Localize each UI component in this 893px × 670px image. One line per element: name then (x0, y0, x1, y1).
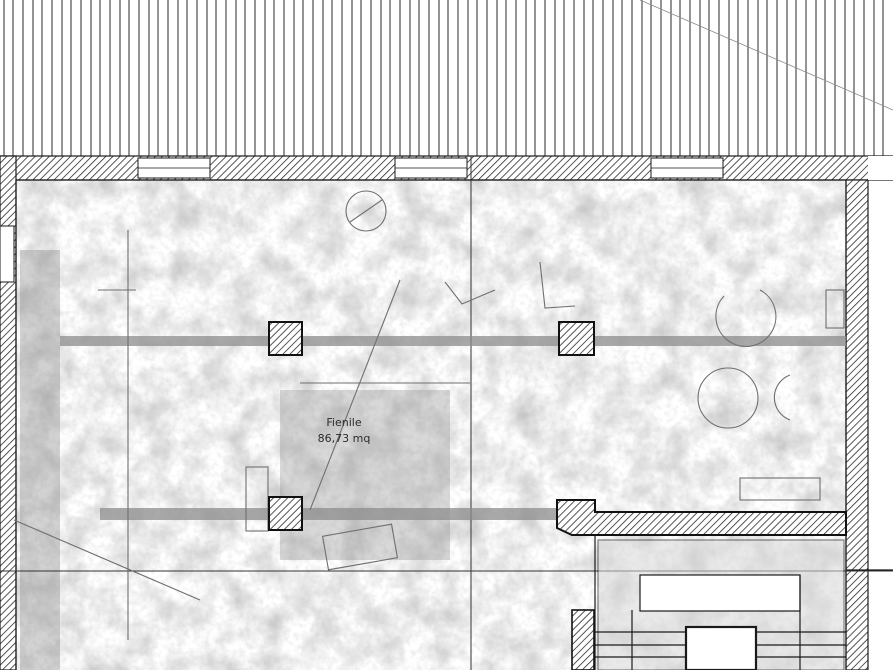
pillar (558, 321, 595, 356)
inner-partition (556, 499, 847, 670)
beams (60, 336, 846, 520)
left-wall-opening (0, 225, 15, 283)
room-area-label: 86,73 mq (318, 432, 371, 445)
room-name-label: Fienile (326, 416, 361, 429)
roof-battens (0, 0, 893, 156)
pillar (268, 321, 303, 356)
pillar (268, 496, 303, 531)
photo-texture-overlay (16, 180, 846, 670)
roof-diagonal-line (639, 0, 893, 111)
bottom-right-room (595, 539, 893, 670)
inner-wall-outline (15, 179, 847, 670)
top-wall-windows (137, 157, 724, 179)
pillars (268, 321, 595, 531)
